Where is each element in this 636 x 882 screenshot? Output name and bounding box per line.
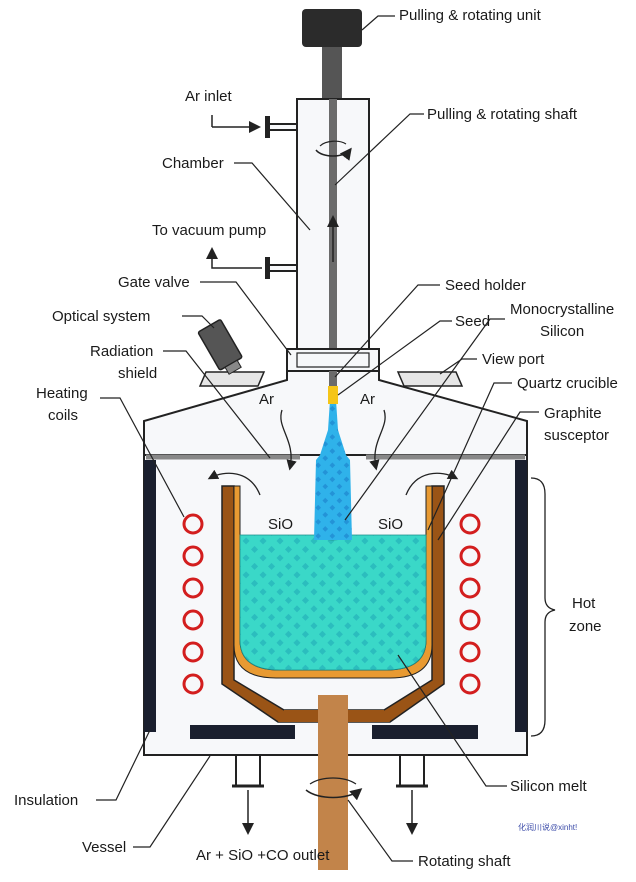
label-view-port: View port — [482, 351, 545, 368]
rotating-shaft-arrow — [305, 788, 363, 801]
label-heating-coils-line1: Heating — [36, 385, 88, 402]
label-to-vacuum-pump: To vacuum pump — [152, 222, 266, 239]
seed-crystal — [328, 386, 338, 404]
leader-graphite — [437, 411, 539, 541]
outlet-left — [232, 755, 264, 835]
leader-chamber — [234, 162, 311, 231]
leader-silicon-melt — [397, 654, 507, 787]
insulation-right — [515, 460, 527, 732]
pulling-unit-neck — [322, 47, 342, 99]
vacuum-pump-arrow — [206, 247, 262, 269]
rotating-shaft-arrow-back — [309, 777, 357, 785]
label-heating-coils-line2: coils — [48, 407, 78, 424]
leader-quartz — [427, 382, 512, 531]
ar-flow-right — [369, 409, 386, 471]
seed-holder — [329, 371, 337, 387]
view-port-left — [198, 371, 266, 387]
shaft-rotation-arrow — [315, 147, 352, 161]
label-hot-zone-line2: zone — [569, 618, 602, 635]
label-gate-valve: Gate valve — [118, 274, 190, 291]
vacuum-port-flange — [265, 257, 270, 279]
leader-view-port — [439, 358, 477, 375]
optical-system — [197, 319, 243, 375]
vacuum-port-pipe — [267, 264, 298, 272]
leader-gate-valve — [200, 281, 292, 356]
gate-valve-inner — [296, 352, 370, 368]
label-chamber: Chamber — [162, 155, 224, 172]
inner-label-sio-left: SiO — [268, 516, 293, 533]
label-pulling-rotating-unit: Pulling & rotating unit — [399, 7, 542, 24]
leader-monocrystalline — [344, 318, 505, 521]
heating-coils-left — [182, 513, 204, 695]
heating-coils-right — [459, 513, 481, 695]
label-quartz-crucible: Quartz crucible — [517, 375, 618, 392]
leader-seed — [337, 320, 452, 396]
label-graphite-susceptor-line1: Graphite — [544, 405, 602, 422]
ar-flow-left — [280, 409, 297, 471]
label-monocrystalline-line2: Silicon — [540, 323, 584, 340]
silicon-melt — [239, 534, 427, 671]
leader-pulling-shaft — [334, 113, 424, 186]
leader-rotating-shaft — [347, 799, 413, 862]
inner-label-ar-left: Ar — [259, 391, 274, 408]
leader-seed-holder — [334, 284, 440, 378]
leader-pulling-unit — [361, 15, 395, 31]
insulation-bottom-left — [190, 725, 295, 739]
hot-zone-brace — [530, 477, 556, 737]
sio-flow-left — [207, 469, 261, 496]
label-seed-holder: Seed holder — [445, 277, 526, 294]
label-ar-inlet: Ar inlet — [185, 88, 233, 105]
leader-insulation — [96, 729, 151, 801]
leader-vessel — [133, 755, 211, 848]
rotating-shaft — [318, 695, 348, 870]
label-graphite-susceptor-line2: susceptor — [544, 427, 609, 444]
insulation-bottom-right — [372, 725, 478, 739]
inner-label-sio-right: SiO — [378, 516, 403, 533]
sio-flow-right — [405, 469, 459, 496]
label-monocrystalline-line1: Monocrystalline — [510, 301, 614, 318]
outlet-right — [396, 755, 428, 835]
label-insulation: Insulation — [14, 792, 78, 809]
monocrystalline-ingot — [314, 400, 352, 540]
label-rotating-shaft: Rotating shaft — [418, 853, 511, 870]
ar-inlet-flange — [265, 116, 270, 138]
label-radiation-shield-line2: shield — [118, 365, 157, 382]
label-pulling-rotating-shaft: Pulling & rotating shaft — [427, 106, 578, 123]
leader-optical — [182, 315, 215, 329]
inner-label-ar-right: Ar — [360, 391, 375, 408]
watermark: 化润川说@xinht! — [518, 822, 577, 832]
label-hot-zone-line1: Hot — [572, 595, 596, 612]
view-port-right — [396, 371, 464, 387]
leader-heating-coils — [100, 397, 185, 518]
ar-inlet-pipe — [267, 123, 298, 131]
label-radiation-shield-line1: Radiation — [90, 343, 153, 360]
label-silicon-melt: Silicon melt — [510, 778, 588, 795]
label-outlet: Ar + SiO +CO outlet — [196, 847, 330, 864]
shaft-rotation-arrow-back — [319, 140, 347, 147]
label-vessel: Vessel — [82, 839, 126, 856]
leader-radiation-shield — [163, 350, 271, 459]
pulling-unit-head — [302, 9, 362, 47]
label-optical-system: Optical system — [52, 308, 150, 325]
label-seed: Seed — [455, 313, 490, 330]
insulation-left — [144, 460, 156, 732]
